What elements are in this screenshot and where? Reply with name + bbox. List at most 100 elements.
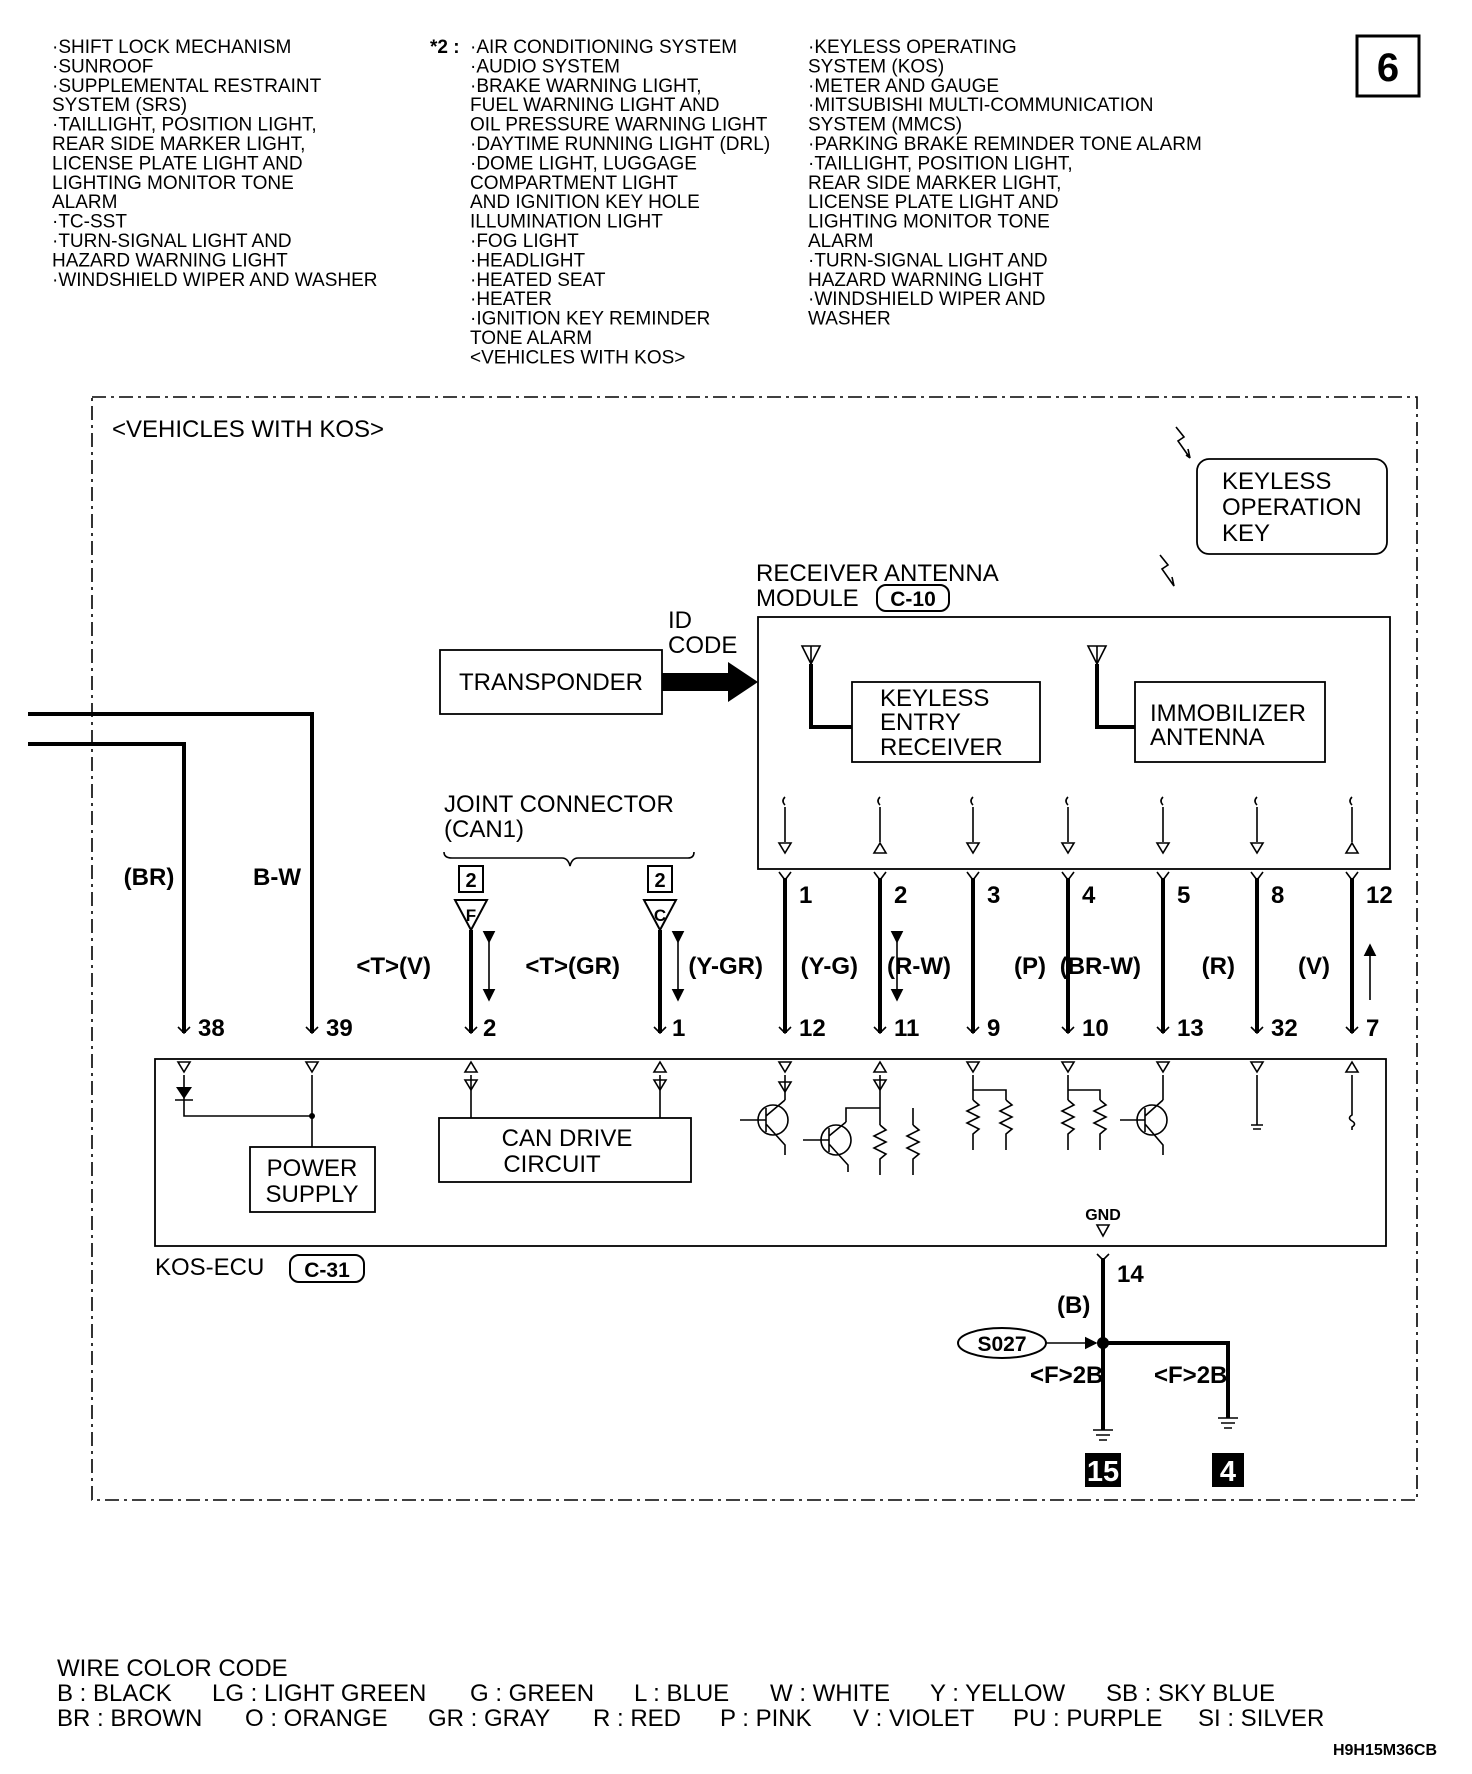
module-wire: 12(V)7 <box>1298 796 1393 1042</box>
wire-color-entry: P : PINK <box>720 1705 812 1732</box>
list-item: ·SUNROOF <box>52 56 153 77</box>
wire-br <box>28 742 186 1033</box>
can-drive-circuit: CAN DRIVE CIRCUIT <box>438 1075 692 1183</box>
svg-text:TRANSPONDER: TRANSPONDER <box>459 669 643 696</box>
wire-b-w <box>28 712 314 1033</box>
wire-color-label: (R) <box>1202 953 1235 980</box>
ecu-pin-number: 13 <box>1177 1015 1204 1042</box>
joint-connector-pin: C <box>654 906 666 925</box>
svg-text:POWER: POWER <box>267 1155 358 1182</box>
ecu-pin-number: 10 <box>1082 1015 1109 1042</box>
list-item: ·AIR CONDITIONING SYSTEM <box>470 37 737 58</box>
ground-symbol-icon <box>1093 1429 1113 1441</box>
list-item: ·METER AND GAUGE <box>808 76 999 97</box>
ecu-pin-number: 9 <box>987 1015 1000 1042</box>
list-item: ·AUDIO SYSTEM <box>470 56 620 77</box>
wire-color-entry: O : ORANGE <box>245 1705 388 1732</box>
wire-color-label: (V) <box>1298 953 1330 980</box>
wire-color-label: <T>(V) <box>356 953 431 980</box>
svg-text:C-31: C-31 <box>304 1259 350 1282</box>
svg-text:IMMOBILIZER: IMMOBILIZER <box>1150 700 1306 727</box>
list-item: LICENSE PLATE LIGHT AND <box>52 153 303 174</box>
ecu-terminal <box>652 1060 668 1073</box>
list-item: HAZARD WARNING LIGHT <box>52 250 288 271</box>
wire-color-label: (Y-G) <box>801 953 858 980</box>
transponder: TRANSPONDER <box>439 649 663 715</box>
list-item: ·TURN-SIGNAL LIGHT AND <box>808 250 1048 271</box>
wire-color-label: (BR-W) <box>1060 953 1141 980</box>
wire-color-entry: W : WHITE <box>770 1680 890 1707</box>
ecu-terminal <box>777 1061 793 1074</box>
module-pin-number: 3 <box>987 882 1000 909</box>
list-item: ·WINDSHIELD WIPER AND <box>808 289 1046 310</box>
id-code-label: ID <box>668 607 692 634</box>
ground-left-connector: <F>2B <box>1030 1362 1103 1389</box>
list-item: ·DOME LIGHT, LUGGAGE <box>470 153 697 174</box>
list-marker: *2 : <box>430 37 460 58</box>
wire-color-entry: G : GREEN <box>470 1680 594 1707</box>
wire-color-label: (Y-GR) <box>688 953 763 980</box>
module-wire: 8(R)32 <box>1202 796 1298 1042</box>
vehicle-frame <box>91 396 1418 1501</box>
gnd-label: GND <box>1085 1207 1121 1224</box>
ecu-terminal <box>872 1060 888 1073</box>
system-list-column-2: ·AIR CONDITIONING SYSTEM·AUDIO SYSTEM·BR… <box>470 37 770 368</box>
wire-color-entry: SB : SKY BLUE <box>1106 1680 1275 1707</box>
resistor-pair-icon <box>872 1075 921 1175</box>
wire-color-entry: PU : PURPLE <box>1013 1705 1162 1732</box>
ground-point-badge: 15 <box>1085 1453 1121 1488</box>
module-pin-number: 1 <box>799 882 812 909</box>
list-item: LICENSE PLATE LIGHT AND <box>808 192 1059 213</box>
power-supply: POWER SUPPLY <box>249 1146 376 1213</box>
module-wire: 4(P)10 <box>1014 796 1109 1042</box>
list-item: ·MITSUBISHI MULTI-COMMUNICATION <box>808 95 1154 116</box>
frame-title: <VEHICLES WITH KOS> <box>112 416 384 443</box>
svg-text:CAN DRIVE: CAN DRIVE <box>502 1125 633 1152</box>
svg-text:15: 15 <box>1087 1456 1119 1488</box>
resistor-pair-icon <box>965 1075 1014 1150</box>
receiver-module-title: RECEIVER ANTENNA <box>756 560 999 587</box>
list-item: ·DAYTIME RUNNING LIGHT (DRL) <box>470 134 770 155</box>
transistor-icon <box>803 1107 880 1172</box>
receiver-connector-badge: C-10 <box>876 584 950 612</box>
list-item: ALARM <box>52 192 117 213</box>
list-item: HAZARD WARNING LIGHT <box>808 270 1044 291</box>
svg-text:S027: S027 <box>977 1333 1026 1356</box>
ground-icon <box>1251 1075 1263 1130</box>
list-item: ·BRAKE WARNING LIGHT, <box>470 76 702 97</box>
svg-text:ANTENNA: ANTENNA <box>1150 724 1265 751</box>
ecu-terminal <box>1155 1061 1171 1074</box>
list-item: ·SUPPLEMENTAL RESTRAINT <box>52 76 322 97</box>
joint-connector-brace <box>443 851 695 867</box>
svg-text:OPERATION: OPERATION <box>1222 494 1362 521</box>
ecu-terminal <box>463 1060 479 1073</box>
ecu-terminal <box>1249 1061 1265 1074</box>
transistor-icon <box>740 1075 789 1155</box>
list-item: SYSTEM (SRS) <box>52 95 187 116</box>
list-item: FUEL WARNING LIGHT AND <box>470 95 720 116</box>
svg-text:SUPPLY: SUPPLY <box>266 1181 359 1208</box>
wire-color-entry: GR : GRAY <box>428 1705 550 1732</box>
wire-color-code-title: WIRE COLOR CODE <box>57 1655 288 1682</box>
ecu-pin-number: 32 <box>1271 1015 1298 1042</box>
list-item: WASHER <box>808 309 891 330</box>
ecu-terminal <box>1060 1061 1076 1074</box>
list-item: ·TAILLIGHT, POSITION LIGHT, <box>808 153 1073 174</box>
module-pin-number: 5 <box>1177 882 1190 909</box>
list-item: ·SHIFT LOCK MECHANISM <box>52 37 291 58</box>
module-wire: 2(Y-G)11 <box>801 796 919 1042</box>
system-list-column-3: ·KEYLESS OPERATING SYSTEM (KOS)·METER AN… <box>808 37 1202 330</box>
radio-signal-icon <box>1159 426 1191 587</box>
list-item: ·KEYLESS OPERATING <box>808 37 1017 58</box>
joint-connector-box: 2 <box>465 870 476 892</box>
list-item: LIGHTING MONITOR TONE <box>52 173 294 194</box>
list-item: COMPARTMENT LIGHT <box>470 173 678 194</box>
can-wire: 2C<T>(GR)1 <box>525 865 685 1042</box>
list-item: ·HEATER <box>470 289 552 310</box>
ecu-pin-number: 12 <box>799 1015 826 1042</box>
can-wire: 2F<T>(V)2 <box>356 865 496 1042</box>
transistor-icon <box>1120 1075 1168 1155</box>
wire-color-entry: SI : SILVER <box>1198 1705 1324 1732</box>
list-item: ·TC-SST <box>52 212 127 233</box>
